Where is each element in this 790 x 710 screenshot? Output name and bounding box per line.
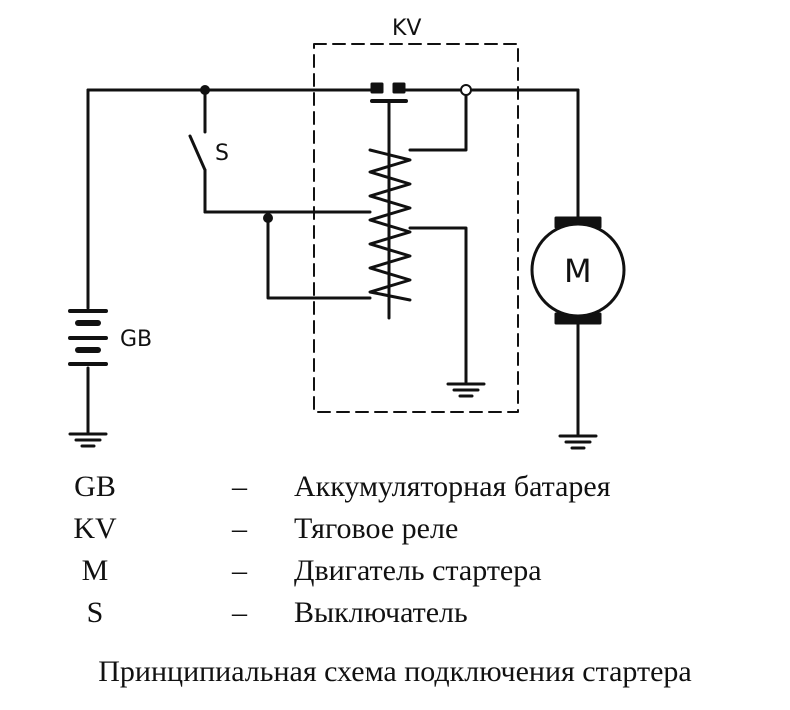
legend-row: GB – Аккумуляторная батарея [0, 470, 790, 512]
legend-row: M – Двигатель стартера [0, 554, 790, 596]
battery-label: GB [120, 327, 152, 352]
legend-code: KV [73, 512, 117, 545]
diagram-caption: Принципиальная схема подключения стартер… [98, 655, 692, 688]
relay-contacts [370, 82, 408, 320]
legend-dash: – [232, 512, 247, 545]
junction-dot-coil [263, 213, 273, 223]
coil-upper-lead [408, 88, 468, 152]
legend-code: S [86, 596, 104, 629]
battery-symbol [68, 309, 108, 366]
ground-symbol-relay [446, 382, 486, 398]
legend-code: M [81, 554, 109, 587]
legend-desc: Аккумуляторная батарея [294, 470, 611, 503]
legend-desc: Выключатель [294, 596, 468, 629]
ground-symbol-left [68, 432, 108, 448]
relay-enclosure [313, 43, 519, 413]
coil-ground-lead [408, 226, 468, 384]
relay-label: KV [392, 16, 421, 41]
motor-label: M [564, 252, 592, 290]
legend-dash: – [232, 596, 247, 629]
coil-return-wire [266, 210, 372, 300]
junction-dot-switch [200, 85, 210, 95]
legend-desc: Тяговое реле [294, 512, 459, 545]
legend-row: S – Выключатель [0, 596, 790, 638]
junction-terminal [460, 84, 472, 96]
legend-dash: – [232, 554, 247, 587]
legend-desc: Двигатель стартера [294, 554, 542, 587]
switch-symbol [188, 88, 207, 214]
motor-symbol [530, 216, 626, 325]
ground-symbol-right [558, 434, 598, 450]
relay-coil [368, 148, 412, 302]
legend-dash: – [232, 470, 247, 503]
switch-label: S [215, 141, 229, 166]
starter-circuit-diagram: KV S GB M [68, 16, 626, 450]
legend: GB – Аккумуляторная батарея KV – Тяговое… [0, 470, 790, 638]
legend-code: GB [74, 470, 116, 503]
legend-row: KV – Тяговое реле [0, 512, 790, 554]
